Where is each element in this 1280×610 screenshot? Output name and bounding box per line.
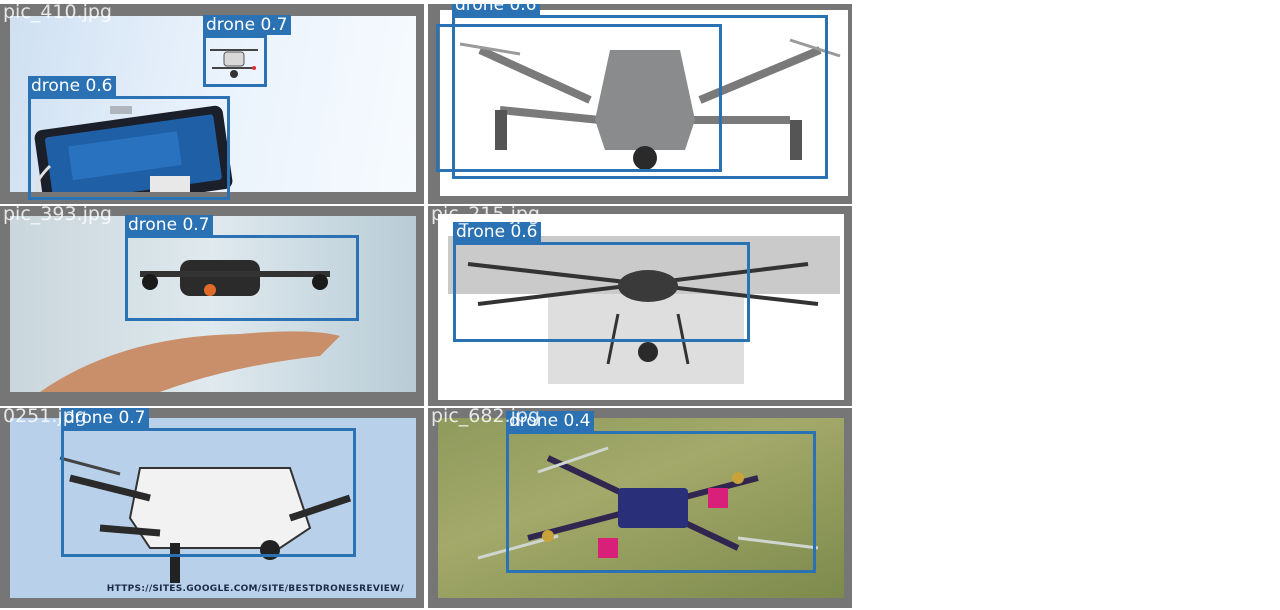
detection-label: drone 0.4 xyxy=(506,411,594,431)
confidence-score: 0.7 xyxy=(260,15,288,35)
confidence-score: 0.7 xyxy=(182,215,210,235)
bounding-box xyxy=(506,431,816,573)
confidence-score: 0.4 xyxy=(563,411,591,431)
detection-box: drone 0.7 xyxy=(203,15,291,87)
image-tile-pic-393: pic_393.jpg drone 0.7 xyxy=(0,206,424,406)
detection-label: drone 0.7 xyxy=(125,215,213,235)
detection-box: drone 0.7 xyxy=(125,215,359,321)
confidence-score: 0.7 xyxy=(118,408,146,428)
detection-box: drone 0.7 xyxy=(61,408,356,557)
filename-label: pic_682.jpg xyxy=(431,408,540,427)
image-tile-0251: HTTPS://SITES.GOOGLE.COM/SITE/BESTDRONES… xyxy=(0,408,424,608)
photo-mavic-air-art xyxy=(59,456,352,583)
detection-label: drone 0.6 xyxy=(453,222,541,242)
bounding-box xyxy=(436,24,722,172)
filename-label: pic_215.jpg xyxy=(431,206,540,225)
photo-mavic-drone xyxy=(440,10,848,196)
bounding-box xyxy=(203,35,267,87)
class-name: drone xyxy=(128,215,178,235)
watermark-text: HTTPS://SITES.GOOGLE.COM/SITE/BESTDRONES… xyxy=(106,584,404,594)
photo-tablet-drone xyxy=(10,16,416,192)
detection-label: drone 0.6 xyxy=(28,76,116,96)
photo-grass-drone-art xyxy=(477,446,819,560)
confidence-score: 0.6 xyxy=(85,76,113,96)
class-name: drone xyxy=(64,408,114,428)
detection-box: drone 0.6 xyxy=(453,222,750,342)
bounding-box xyxy=(28,96,230,200)
class-name: drone xyxy=(509,411,559,431)
detection-box: drone 0.4 xyxy=(506,411,816,573)
class-name: drone xyxy=(31,76,81,96)
confidence-score: 0.6 xyxy=(510,222,538,242)
detection-box: drone 0.6 xyxy=(28,76,230,200)
filename-label: pic_393.jpg xyxy=(3,206,112,225)
image-tile-pic-215: pic_215.jpg drone 0.6 xyxy=(428,206,852,406)
bounding-box xyxy=(125,235,359,321)
detection-box-overlap xyxy=(436,24,722,172)
bounding-box xyxy=(61,428,356,557)
class-name: drone xyxy=(455,4,505,15)
confidence-score: 0.6 xyxy=(509,4,537,15)
detection-box: drone 0.6 xyxy=(452,4,828,179)
class-name: drone xyxy=(206,15,256,35)
detection-grid: pic_410.jpg drone 0.7 drone 0.6 xyxy=(0,4,852,608)
detection-label: drone 0.7 xyxy=(61,408,149,428)
photo-hand-drone xyxy=(10,216,416,392)
bounding-box xyxy=(453,242,750,342)
photo-mavic-air: HTTPS://SITES.GOOGLE.COM/SITE/BESTDRONES… xyxy=(10,418,416,598)
class-name: drone xyxy=(456,222,506,242)
photo-hexacopter xyxy=(438,214,844,400)
photo-mavic-drone-art xyxy=(459,38,841,170)
filename-label: 0251.jpg xyxy=(3,408,87,427)
photo-hand-drone-art xyxy=(40,260,340,392)
detection-label: drone 0.6 xyxy=(452,4,540,15)
photo-grass-drone xyxy=(438,418,844,598)
filename-label: pic_410.jpg xyxy=(3,4,112,23)
photo-tablet-drone-art xyxy=(34,49,258,192)
bounding-box xyxy=(452,15,828,179)
image-tile-mavic: drone 0.6 xyxy=(428,4,852,204)
detection-label: drone 0.7 xyxy=(203,15,291,35)
image-tile-pic-410: pic_410.jpg drone 0.7 drone 0.6 xyxy=(0,4,424,204)
image-tile-pic-682: pic_682.jpg drone 0.4 xyxy=(428,408,852,608)
